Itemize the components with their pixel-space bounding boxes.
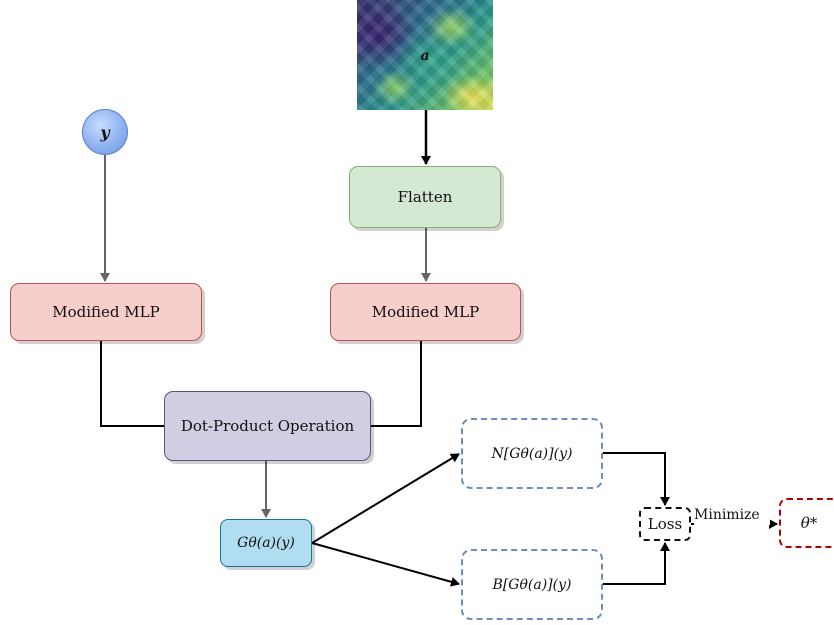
operator-output-node: Gθ(a)(y) (220, 519, 312, 567)
flatten-node: Flatten (349, 166, 501, 228)
input-field-texture (357, 0, 493, 110)
query-symbol: y (100, 122, 110, 142)
input-field-heatmap (357, 0, 493, 110)
query-node-y: y (82, 109, 128, 155)
edge-output-to-n (311, 453, 460, 544)
flatten-label: Flatten (397, 188, 453, 206)
minimize-edge-label: Minimize (694, 505, 770, 525)
mlp-right-node: Modified MLP (330, 283, 521, 341)
field-symbol: a (420, 48, 430, 64)
loss-node: Loss (639, 507, 691, 541)
optimum-theta-node: θ* (779, 498, 834, 548)
edge-n-to-loss (603, 452, 670, 506)
operator-output-label: Gθ(a)(y) (237, 535, 295, 551)
mlp-left-label: Modified MLP (52, 303, 160, 321)
edge-mlp-right-to-dot (371, 341, 422, 427)
dot-product-label: Dot-Product Operation (180, 417, 355, 435)
b-operator-label: B[Gθ(a)](y) (492, 576, 572, 593)
optimum-theta-label: θ* (800, 514, 818, 532)
edge-output-to-b (311, 542, 460, 587)
b-operator-node: B[Gθ(a)](y) (461, 549, 603, 620)
field-symbol-label: a (357, 45, 493, 67)
edge-mlp-left-to-dot (100, 341, 164, 427)
dot-product-node: Dot-Product Operation (164, 391, 371, 461)
n-operator-label: N[Gθ(a)](y) (491, 445, 573, 462)
n-operator-node: N[Gθ(a)](y) (461, 418, 603, 489)
edge-b-to-loss (603, 542, 670, 585)
mlp-left-node: Modified MLP (10, 283, 202, 341)
loss-label: Loss (647, 515, 683, 533)
mlp-right-label: Modified MLP (371, 303, 480, 321)
